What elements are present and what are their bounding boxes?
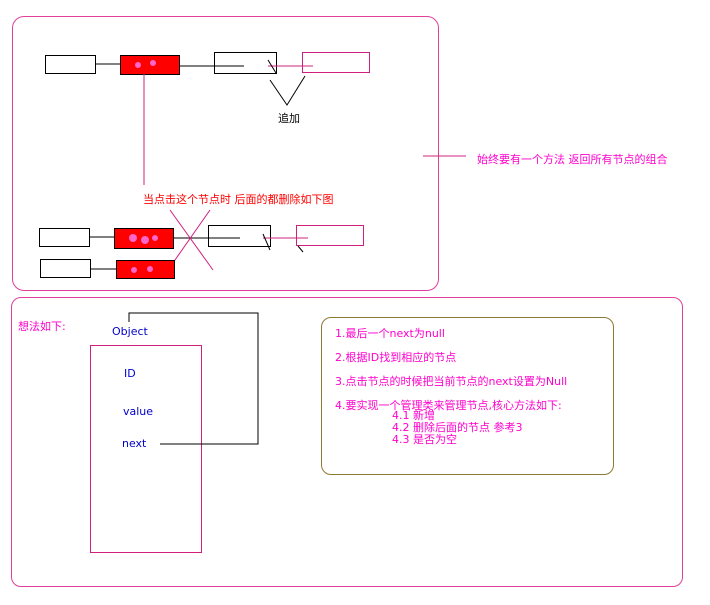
node-4-deleted xyxy=(296,225,364,246)
append-arrow xyxy=(269,75,306,106)
node-1-result xyxy=(40,259,91,278)
always-method-note: 始终要有一个方法 返回所有节点的组合 xyxy=(477,153,668,166)
top-diagram-panel xyxy=(12,16,439,291)
next-pointer-line xyxy=(128,312,259,445)
tick xyxy=(262,233,271,251)
node-2-result-selected xyxy=(116,260,175,279)
node-3-deleted xyxy=(208,225,271,247)
tick xyxy=(297,245,304,253)
note-4-2: 4.2 删除后面的节点 参考3 xyxy=(392,421,523,434)
object-label: Object xyxy=(112,325,148,338)
note-3: 3.点击节点的时候把当前节点的next设置为Null xyxy=(335,375,568,388)
idea-panel xyxy=(11,297,683,587)
note-4-3: 4.3 是否为空 xyxy=(392,433,457,446)
idea-title: 想法如下: xyxy=(18,320,66,333)
note-2: 2.根据ID找到相应的节点 xyxy=(335,351,457,364)
field-next: next xyxy=(122,437,147,450)
cross-out-line xyxy=(169,209,214,271)
node-1-after xyxy=(39,228,90,247)
link-3-tick xyxy=(267,59,277,74)
node-highlight xyxy=(141,236,149,244)
node-3 xyxy=(214,52,277,74)
node-2-highlight xyxy=(150,60,156,66)
node-highlight xyxy=(131,267,137,273)
node-1 xyxy=(45,55,96,74)
note-4-1: 4.1 新增 xyxy=(392,409,435,422)
field-value: value xyxy=(123,405,154,418)
node-highlight xyxy=(129,234,137,242)
node-2-highlight xyxy=(135,62,141,68)
object-structure-box xyxy=(90,345,202,553)
node-4-new xyxy=(302,52,370,73)
node-highlight xyxy=(147,266,153,272)
node-2-selected xyxy=(120,55,180,75)
click-node-caption: 当点击这个节点时 后面的都删除如下图 xyxy=(143,193,334,206)
field-id: ID xyxy=(124,367,136,380)
notes-box xyxy=(321,317,614,475)
node-highlight xyxy=(152,235,158,241)
append-label: 追加 xyxy=(278,112,300,125)
note-4: 4.要实现一个管理类来管理节点,核心方法如下: xyxy=(335,399,562,412)
note-1: 1.最后一个next为null xyxy=(335,327,445,340)
